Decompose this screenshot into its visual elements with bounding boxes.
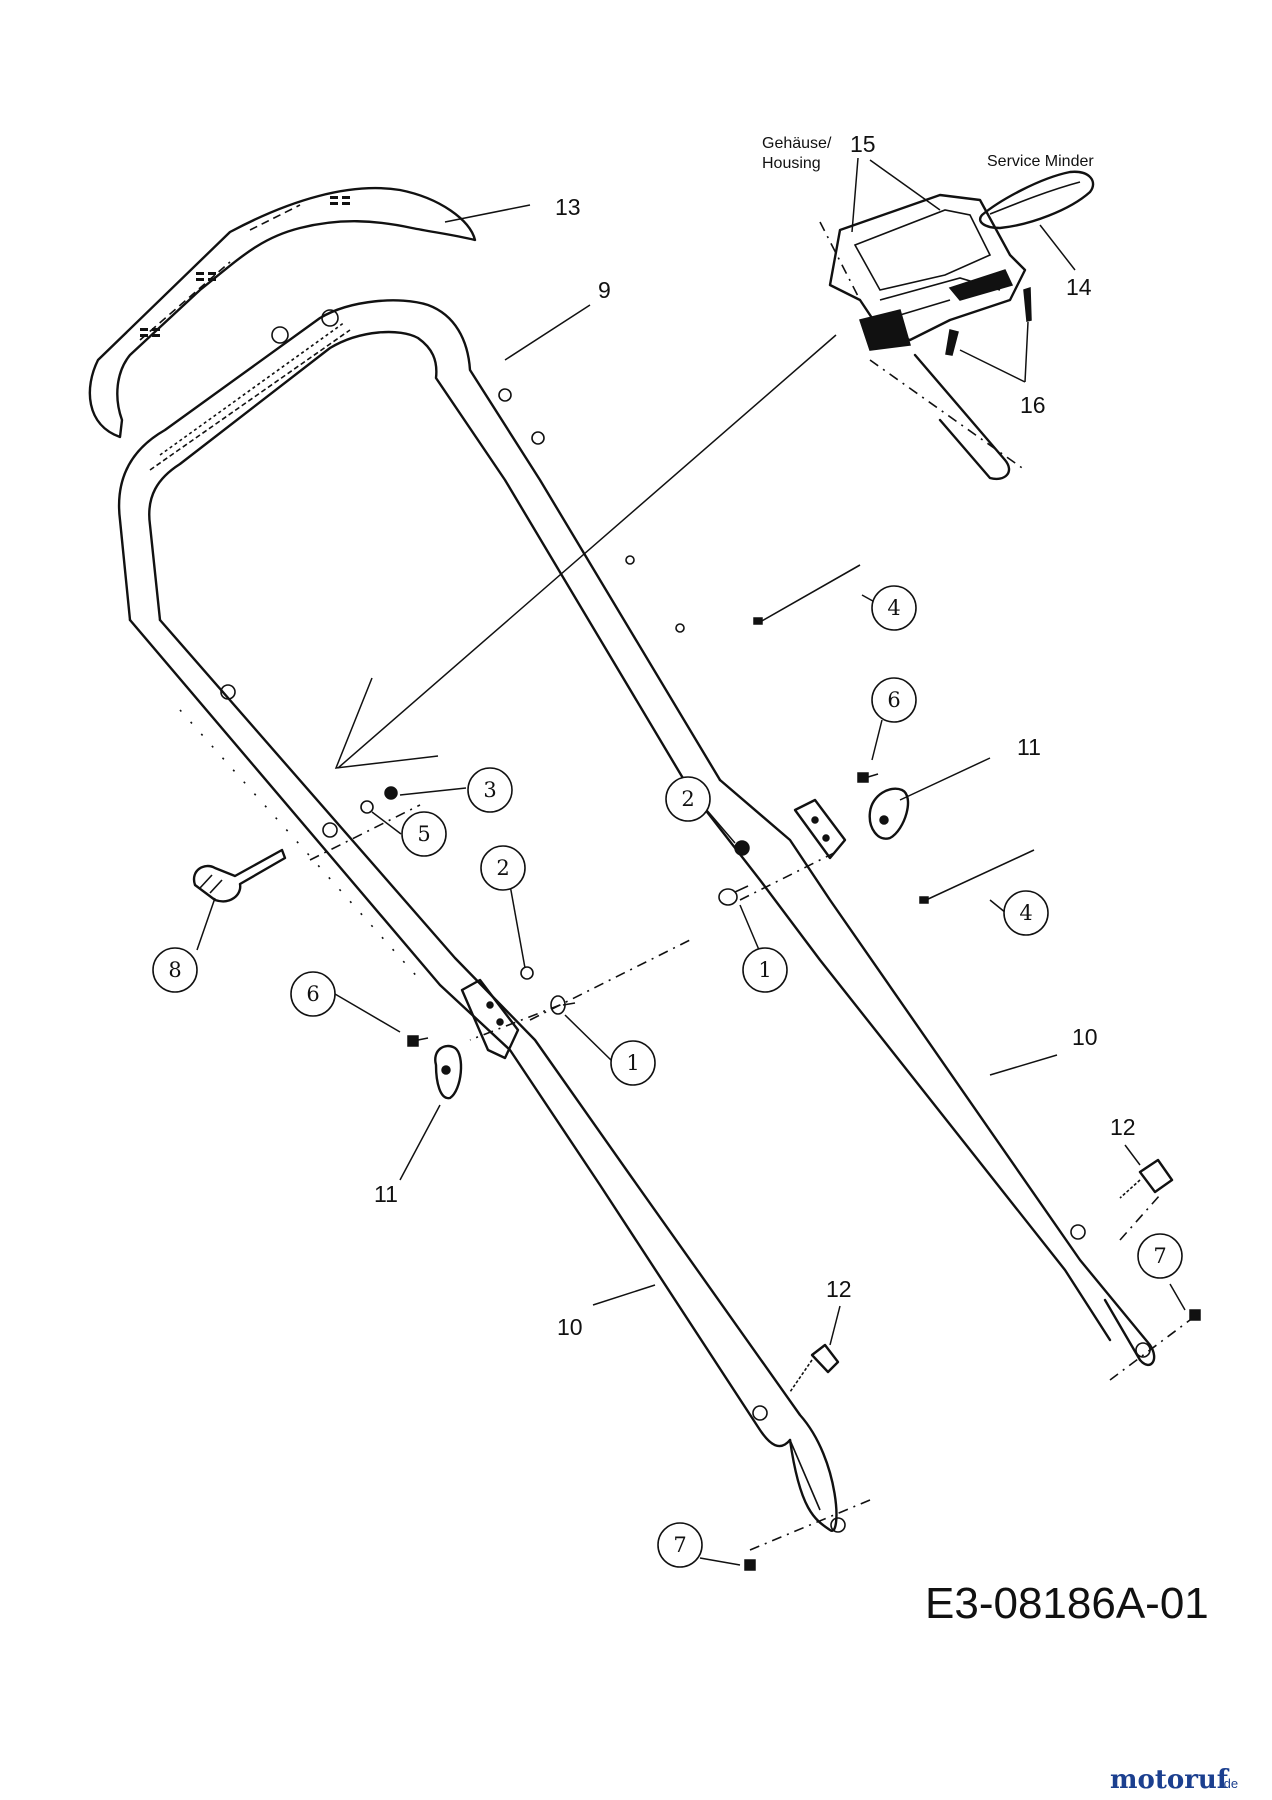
callout-2-right: 2 xyxy=(665,776,711,822)
housing-label: Gehäuse/ Housing xyxy=(762,135,832,172)
assembly-arrow xyxy=(334,334,837,769)
part-12-knob-lower-left xyxy=(789,1343,840,1393)
part-11-knob-left xyxy=(434,1044,463,1100)
svg-text:8: 8 xyxy=(168,958,181,982)
part-12-knob-lower-right xyxy=(1119,1158,1174,1199)
svg-text:5: 5 xyxy=(417,822,430,846)
callout-14: 14 xyxy=(1066,274,1092,300)
callout-10-right: 10 xyxy=(1072,1024,1098,1050)
part-8-cable-guide xyxy=(192,848,287,903)
svg-text:13: 13 xyxy=(555,194,581,220)
callout-7-right: 7 xyxy=(1137,1233,1183,1279)
svg-text:Gehäuse/: Gehäuse/ xyxy=(762,135,832,152)
svg-text:15: 15 xyxy=(850,131,876,157)
part-7-screw-lower-right xyxy=(1189,1309,1201,1321)
callout-4-lower: 4 xyxy=(1003,890,1049,936)
part-6-bolt-right xyxy=(857,772,879,783)
part-bracket-left xyxy=(460,978,520,1060)
svg-text:3: 3 xyxy=(483,778,496,802)
callout-10-left: 10 xyxy=(557,1314,583,1340)
svg-text:1: 1 xyxy=(758,958,771,982)
part-6-bolt-left xyxy=(407,1035,429,1047)
part-2-nut-left xyxy=(520,966,534,980)
callout-11-right: 11 xyxy=(1017,734,1041,760)
svg-text:10: 10 xyxy=(557,1314,583,1340)
part-10-lower-handle-right xyxy=(688,778,1156,1367)
part-3-nut xyxy=(384,786,398,800)
svg-text:10: 10 xyxy=(1072,1024,1098,1050)
part-1-bolt-right xyxy=(718,885,749,906)
svg-text:11: 11 xyxy=(1017,734,1041,760)
cover-slot-marks xyxy=(140,196,350,337)
callout-6-left: 6 xyxy=(290,971,336,1017)
part-7-screw-lower-left xyxy=(744,1559,756,1571)
callout-4-upper: 4 xyxy=(871,585,917,631)
part-10-lower-handle-left xyxy=(128,618,846,1533)
callout-6-right: 6 xyxy=(871,677,917,723)
svg-text:11: 11 xyxy=(374,1181,398,1207)
service-minder-label: Service Minder xyxy=(987,153,1094,170)
callout-2-left: 2 xyxy=(480,845,526,891)
svg-text:1: 1 xyxy=(626,1051,639,1075)
alignment-lines xyxy=(309,804,1191,1551)
callout-1-right: 1 xyxy=(742,947,788,993)
callout-5: 5 xyxy=(401,811,447,857)
part-4-cable-tie-upper xyxy=(753,564,861,625)
svg-text:16: 16 xyxy=(1020,392,1046,418)
svg-text:4: 4 xyxy=(887,596,900,620)
svg-text:7: 7 xyxy=(673,1533,686,1557)
callout-9: 9 xyxy=(598,277,611,303)
svg-text:motoruf: motoruf xyxy=(1110,1765,1230,1795)
callout-13: 13 xyxy=(555,194,581,220)
svg-text:7: 7 xyxy=(1153,1244,1166,1268)
callout-11-left: 11 xyxy=(374,1181,398,1207)
callout-3: 3 xyxy=(467,767,513,813)
svg-text:12: 12 xyxy=(1110,1114,1136,1140)
svg-text:Housing: Housing xyxy=(762,155,821,172)
part-15-housing xyxy=(819,193,1027,481)
part-14-service-minder xyxy=(978,170,1095,230)
svg-text:9: 9 xyxy=(598,277,611,303)
part-bracket-right xyxy=(793,798,847,860)
svg-text:12: 12 xyxy=(826,1276,852,1302)
leader-lines xyxy=(196,157,1186,1566)
svg-text:2: 2 xyxy=(681,787,694,811)
callout-12-right: 12 xyxy=(1110,1114,1136,1140)
part-5-washer xyxy=(360,800,374,814)
svg-text:4: 4 xyxy=(1019,901,1032,925)
callout-16: 16 xyxy=(1020,392,1046,418)
part-2-nut-right xyxy=(734,840,750,856)
watermark-logo: motoruf .de xyxy=(1110,1765,1238,1795)
part-11-knob-right xyxy=(868,787,910,840)
callout-15: 15 xyxy=(850,131,876,157)
svg-text:.de: .de xyxy=(1220,1776,1238,1791)
part-9-upper-handle xyxy=(117,299,722,792)
part-13-handle-cover xyxy=(88,186,477,439)
svg-text:6: 6 xyxy=(887,688,900,712)
callout-8: 8 xyxy=(152,947,198,993)
svg-text:2: 2 xyxy=(496,856,509,880)
callout-7-left: 7 xyxy=(657,1522,703,1568)
callout-1-left: 1 xyxy=(610,1040,656,1086)
callout-12-left: 12 xyxy=(826,1276,852,1302)
part-4-cable-tie-lower xyxy=(919,849,1035,904)
part-1-bolt-left xyxy=(550,995,576,1015)
svg-text:6: 6 xyxy=(306,982,319,1006)
part-16-screws xyxy=(945,286,1032,356)
svg-text:14: 14 xyxy=(1066,274,1092,300)
drawing-code: E3-08186A-01 xyxy=(925,1579,1209,1628)
